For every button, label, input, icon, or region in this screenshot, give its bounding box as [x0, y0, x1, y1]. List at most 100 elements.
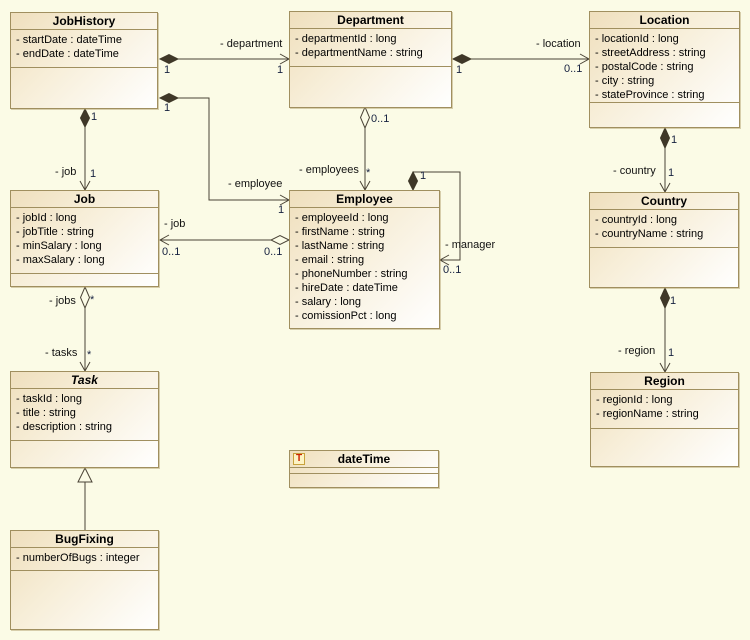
- datatype-icon: T: [293, 453, 305, 465]
- class-country-title: Country: [590, 193, 738, 210]
- association-jobhistory-department[interactable]: [158, 53, 291, 65]
- multiplicity-label: 0..1: [371, 113, 390, 125]
- multiplicity-label: 1: [164, 102, 171, 114]
- class-jobhistory-attributes: - startDate : dateTime - endDate : dateT…: [11, 30, 157, 68]
- generalization-bugfixing-task[interactable]: [77, 466, 93, 530]
- class-jobhistory-operations: [11, 68, 157, 108]
- composition-diamond-icon: [79, 107, 91, 129]
- datatype-datetime-operations: [290, 474, 438, 487]
- attribute: - description : string: [16, 421, 112, 433]
- class-department[interactable]: Department - departmentId : long - depar…: [289, 11, 452, 108]
- multiplicity-label: 0..1: [264, 246, 283, 258]
- class-country[interactable]: Country - countryId : long - countryName…: [589, 192, 739, 288]
- datatype-datetime-attributes: [290, 468, 438, 474]
- attribute: - departmentId : long: [295, 33, 397, 45]
- datatype-datetime-title: T dateTime: [290, 451, 438, 468]
- aggregation-diamond-icon: [79, 285, 91, 310]
- attribute: - email : string: [295, 254, 365, 266]
- association-employee-manager[interactable]: [407, 170, 461, 266]
- class-job-title: Job: [11, 191, 158, 208]
- class-department-title: Department: [290, 12, 451, 29]
- role-label: - employee: [228, 178, 283, 190]
- multiplicity-label: 1: [668, 347, 675, 359]
- composition-diamond-icon: [659, 286, 671, 310]
- class-task-title: Task: [11, 372, 158, 389]
- composition-diamond-icon: [659, 126, 671, 150]
- attribute: - stateProvince : string: [595, 89, 705, 101]
- class-task-operations: [11, 441, 158, 467]
- multiplicity-label: 1: [278, 204, 285, 216]
- datatype-datetime[interactable]: T dateTime: [289, 450, 439, 488]
- class-job[interactable]: Job - jobId : long - jobTitle : string -…: [10, 190, 159, 287]
- multiplicity-label: 1: [90, 168, 97, 180]
- attribute: - regionId : long: [596, 394, 673, 406]
- association-employee-job[interactable]: [158, 234, 291, 246]
- multiplicity-label: 0..1: [443, 264, 462, 276]
- role-label: - jobs: [49, 295, 76, 307]
- class-location-operations: [590, 103, 739, 127]
- class-location[interactable]: Location - locationId : long - streetAdd…: [589, 11, 740, 128]
- class-job-operations: [11, 274, 158, 286]
- class-employee[interactable]: Employee - employeeId : long - firstName…: [289, 190, 440, 329]
- generalization-triangle-icon: [77, 466, 93, 483]
- composition-diamond-icon: [407, 170, 419, 192]
- role-label: - job: [164, 218, 186, 230]
- class-task[interactable]: Task - taskId : long - title : string - …: [10, 371, 159, 468]
- class-region-operations: [591, 429, 738, 466]
- attribute: - locationId : long: [595, 33, 679, 45]
- multiplicity-label: 1: [456, 64, 463, 76]
- class-jobhistory-title: JobHistory: [11, 13, 157, 30]
- composition-diamond-icon: [158, 92, 180, 104]
- multiplicity-label: *: [90, 294, 95, 306]
- role-label: - location: [536, 38, 581, 50]
- attribute: - startDate : dateTime: [16, 34, 122, 46]
- class-employee-attributes: - employeeId : long - firstName : string…: [290, 208, 439, 328]
- role-label: - manager: [445, 239, 496, 251]
- attribute: - taskId : long: [16, 393, 83, 405]
- attribute: - comissionPct : long: [295, 310, 397, 322]
- class-location-attributes: - locationId : long - streetAddress : st…: [590, 29, 739, 103]
- attribute: - lastName : string: [295, 240, 385, 252]
- multiplicity-label: 1: [277, 64, 284, 76]
- attribute: - city : string: [595, 75, 655, 87]
- class-job-attributes: - jobId : long - jobTitle : string - min…: [11, 208, 158, 274]
- composition-diamond-icon: [451, 53, 473, 65]
- class-employee-title: Employee: [290, 191, 439, 208]
- role-label: - region: [618, 345, 656, 357]
- attribute: - hireDate : dateTime: [295, 282, 398, 294]
- attribute: - minSalary : long: [16, 240, 102, 252]
- attribute: - employeeId : long: [295, 212, 389, 224]
- attribute: - endDate : dateTime: [16, 48, 119, 60]
- open-arrowhead-icon: [438, 254, 450, 266]
- association-jobhistory-employee[interactable]: [158, 92, 291, 206]
- attribute: - numberOfBugs : integer: [16, 552, 140, 564]
- attribute: - phoneNumber : string: [295, 268, 408, 280]
- attribute: - countryId : long: [595, 214, 677, 226]
- class-bugfixing[interactable]: BugFixing - numberOfBugs : integer: [10, 530, 159, 630]
- datatype-datetime-name: dateTime: [337, 452, 391, 466]
- class-region-attributes: - regionId : long - regionName : string: [591, 390, 738, 429]
- attribute: - maxSalary : long: [16, 254, 105, 266]
- multiplicity-label: 0..1: [162, 246, 181, 258]
- class-region[interactable]: Region - regionId : long - regionName : …: [590, 372, 739, 467]
- association-country-region[interactable]: [659, 286, 671, 374]
- attribute: - departmentName : string: [295, 47, 423, 59]
- class-jobhistory[interactable]: JobHistory - startDate : dateTime - endD…: [10, 12, 158, 109]
- association-jobhistory-job[interactable]: [79, 107, 91, 192]
- attribute: - jobId : long: [16, 212, 77, 224]
- class-bugfixing-title: BugFixing: [11, 531, 158, 548]
- multiplicity-label: 1: [420, 170, 427, 182]
- class-region-title: Region: [591, 373, 738, 390]
- attribute: - firstName : string: [295, 226, 385, 238]
- multiplicity-label: *: [366, 167, 371, 179]
- multiplicity-label: 1: [164, 64, 171, 76]
- class-department-operations: [290, 67, 451, 107]
- multiplicity-label: 1: [671, 134, 678, 146]
- class-location-title: Location: [590, 12, 739, 29]
- attribute: - regionName : string: [596, 408, 699, 420]
- association-job-task[interactable]: [79, 285, 91, 373]
- association-location-country[interactable]: [659, 126, 671, 194]
- attribute: - countryName : string: [595, 228, 704, 240]
- multiplicity-label: 1: [91, 111, 98, 123]
